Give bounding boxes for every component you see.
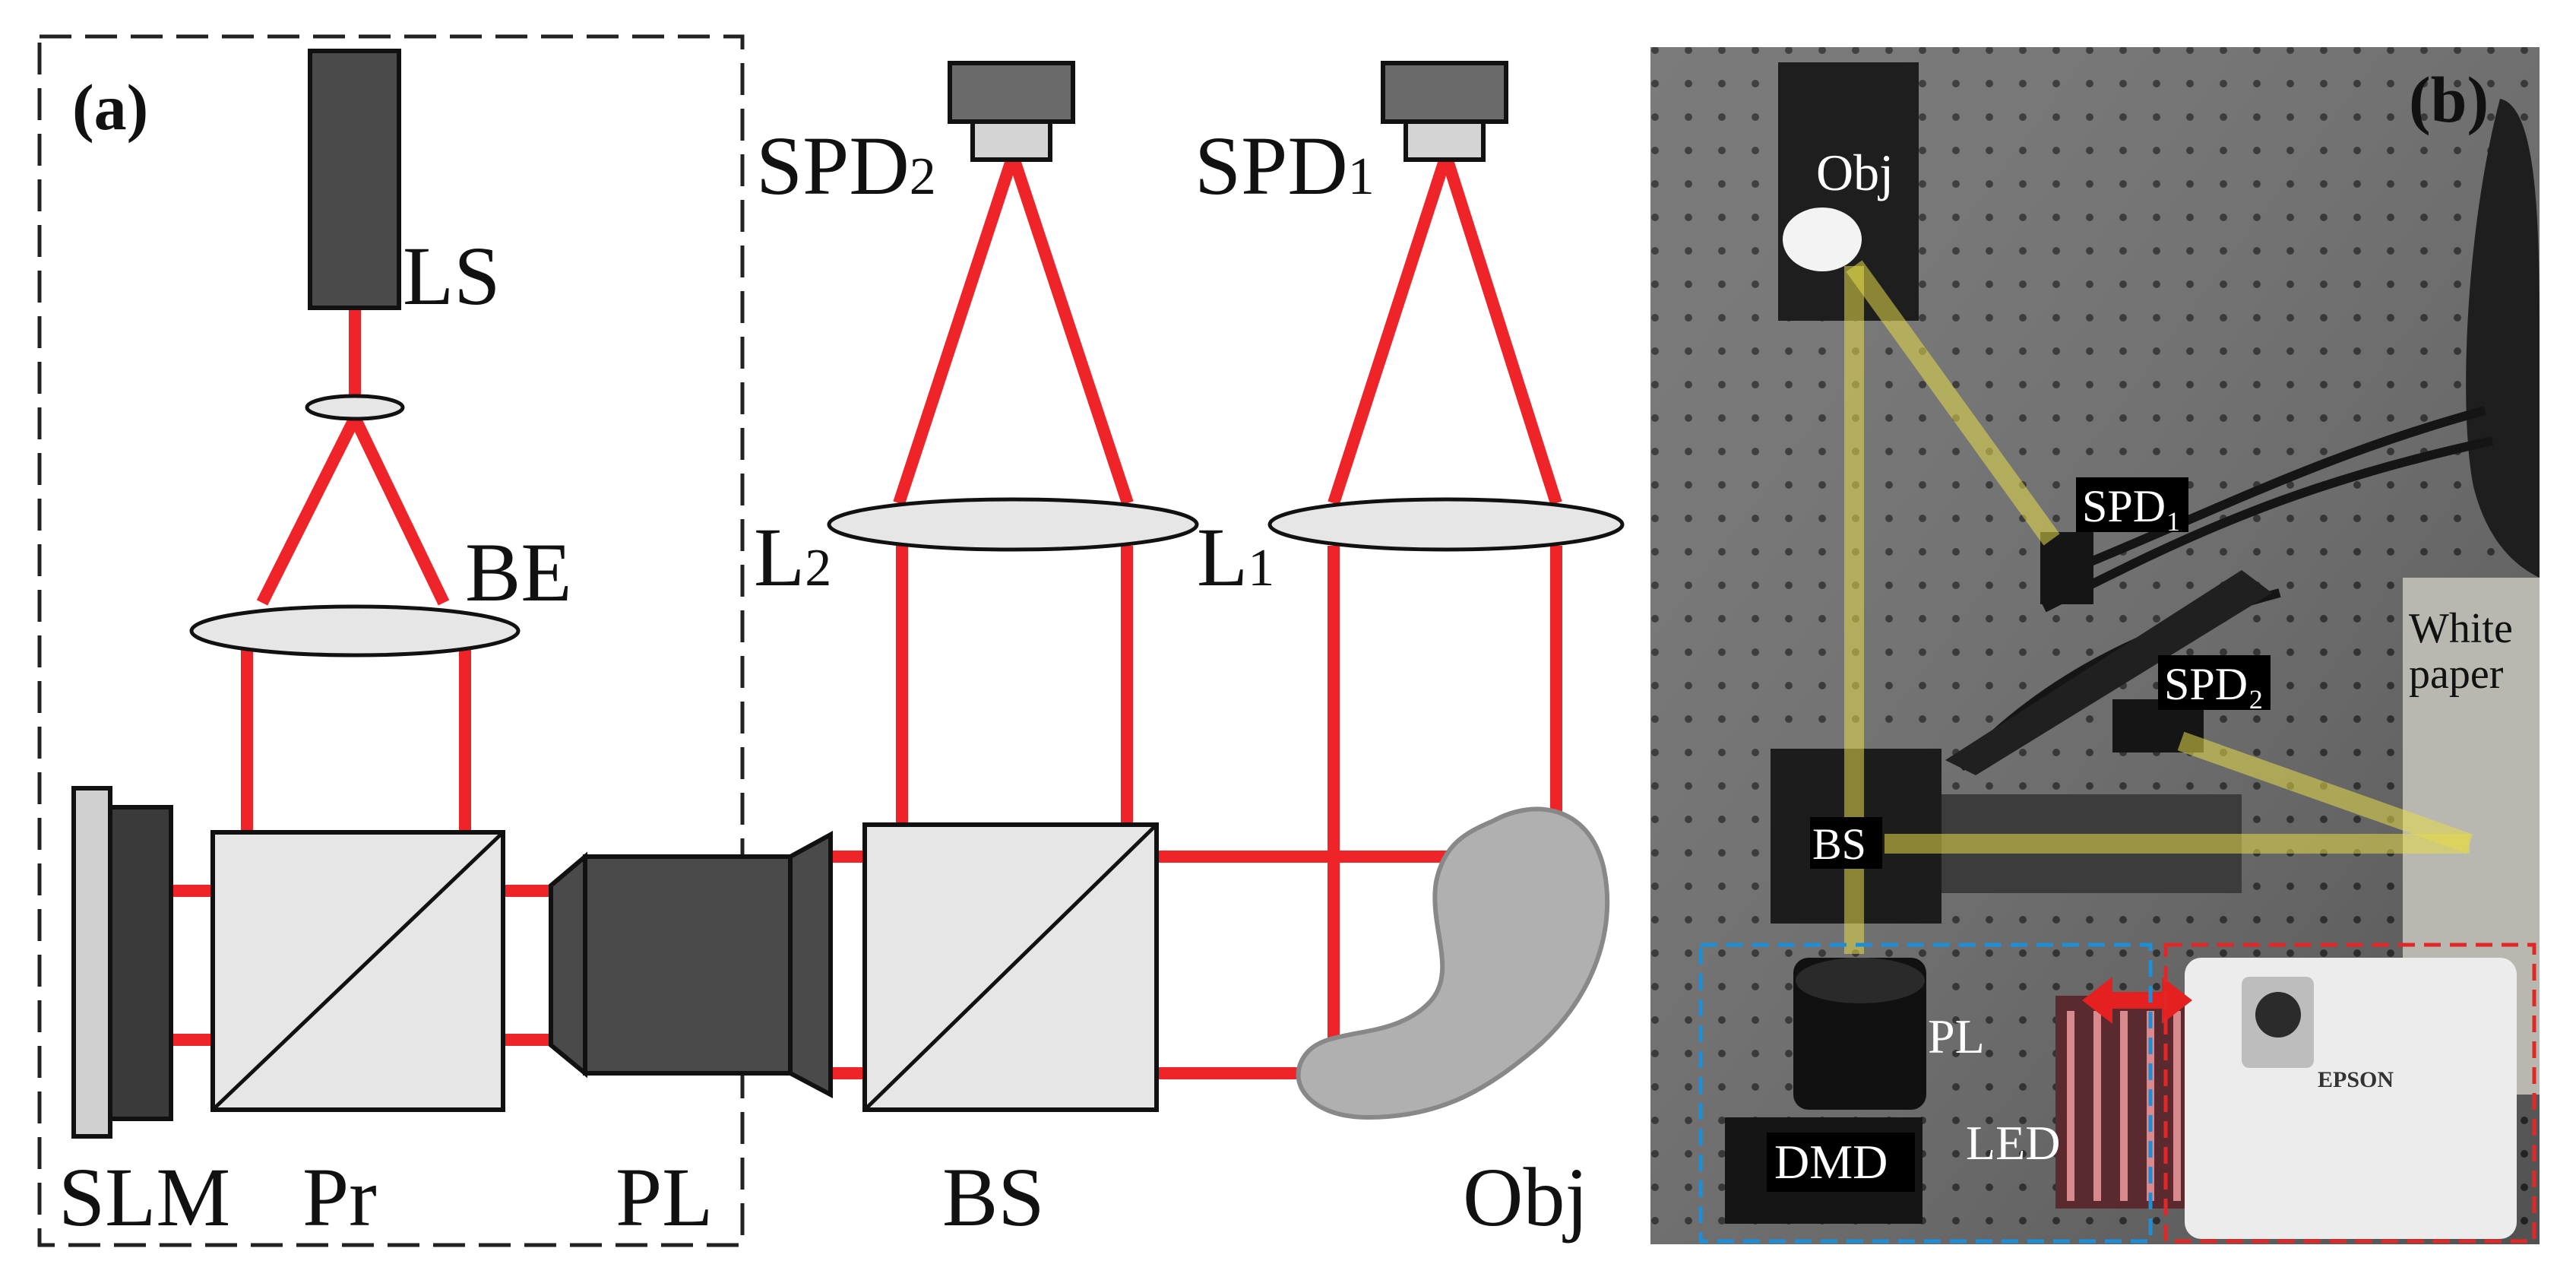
lens-l2-label: L2	[754, 511, 831, 604]
laser-source-label: LS	[403, 230, 500, 322]
projector-brand: EPSON	[2318, 1067, 2394, 1092]
photo-led-label: LED	[1966, 1116, 2060, 1170]
led-ring-stack	[2055, 996, 2207, 1209]
spd1-photo-body	[2040, 532, 2093, 604]
white-paper-label-2: paper	[2409, 651, 2504, 698]
projector-body	[2185, 958, 2517, 1239]
photo-dmd-label-bg	[1767, 1133, 1915, 1192]
spd1-window	[1404, 119, 1486, 162]
photo-spd1-label: SPD₁	[2082, 481, 2182, 531]
photo-obj-label: Obj	[1816, 144, 1894, 201]
illumination-module-box	[37, 34, 745, 1247]
led-projector-highlight-box	[2163, 943, 2536, 1244]
photo-spd1-label-bg	[2076, 477, 2188, 532]
object-shape	[1296, 806, 1610, 1120]
projector-lens	[2255, 992, 2301, 1038]
panel-b-photo: Obj White paper SPD₁ SPD₂ BS PL	[1650, 47, 2540, 1244]
slm-label: SLM	[59, 1151, 230, 1244]
projection-lens-front	[549, 851, 587, 1079]
projection-lens-label: PL	[616, 1151, 713, 1244]
spd1-subscript: 1	[1348, 147, 1375, 206]
detector-plate	[1945, 570, 2272, 775]
lens-l1	[1267, 497, 1625, 552]
object-label: Obj	[1463, 1151, 1588, 1244]
beam-be-cone-left	[256, 415, 361, 606]
spd2-window	[970, 119, 1052, 162]
beam-be-cone-right	[349, 415, 450, 606]
beam-paths	[171, 154, 1562, 1079]
lens-l1-subscript: 1	[1248, 539, 1274, 597]
spd1-body	[1381, 61, 1508, 124]
beam-splitter-label: BS	[942, 1151, 1045, 1244]
photo-bs-label-bg	[1810, 817, 1882, 869]
object-white	[1783, 208, 1862, 271]
laser-source	[308, 49, 401, 310]
spd2-body	[948, 61, 1075, 124]
photo-spd2-label-bg	[2158, 655, 2271, 710]
panel-a-label: (a)	[72, 71, 148, 144]
photo-bs-label: BS	[1812, 819, 1866, 869]
spd1-label: SPD1	[1195, 119, 1375, 212]
pl-photo-lens-front	[1796, 958, 1925, 1003]
beam-splitter-diagonal	[863, 823, 1158, 1111]
beam-l1-cone-left	[1328, 154, 1452, 505]
prism-diagonal	[211, 831, 505, 1111]
lens-l1-letter: L	[1197, 511, 1248, 604]
lens-l2	[827, 497, 1199, 552]
translation-arrow	[2082, 977, 2192, 1024]
spd1-letters: SPD	[1195, 119, 1348, 212]
beam-l1-cone-right	[1440, 154, 1562, 505]
projection-lens	[549, 830, 833, 1098]
photo-pl-label: PL	[1928, 1009, 1985, 1063]
spd2-label: SPD2	[756, 119, 936, 212]
beam-expander-lens	[189, 604, 521, 657]
prism-label: Pr	[302, 1151, 377, 1244]
projection-lens-rear	[788, 830, 833, 1098]
photo-beam-paper-to-spd2	[2177, 731, 2473, 854]
panel-a-schematic: (a)	[37, 34, 1625, 1247]
lens-l2-subscript: 2	[805, 539, 831, 597]
photo-spd2-label: SPD₂	[2164, 659, 2264, 709]
panel-b-label: (b)	[2409, 63, 2489, 136]
slm-body	[108, 805, 173, 1121]
slm-front	[71, 786, 112, 1139]
projection-lens-body	[583, 854, 793, 1076]
small-lens	[305, 394, 405, 421]
dark-cloth	[2466, 99, 2540, 578]
spd2-subscript: 2	[910, 147, 936, 206]
photo-dmd-label: DMD	[1774, 1135, 1888, 1189]
beam-l2-cone-right	[1007, 154, 1134, 505]
lens-l1-label: L1	[1197, 511, 1274, 604]
spd2-letters: SPD	[756, 119, 910, 212]
beam-expander-label: BE	[465, 526, 572, 619]
beam-l2-cone-left	[893, 154, 1019, 505]
photo-beam-obj-to-spd1	[1846, 260, 2060, 546]
white-paper-label-1: White	[2409, 605, 2513, 652]
lens-l2-letter: L	[754, 511, 805, 604]
dmd-lens-highlight-box	[1698, 943, 2153, 1244]
